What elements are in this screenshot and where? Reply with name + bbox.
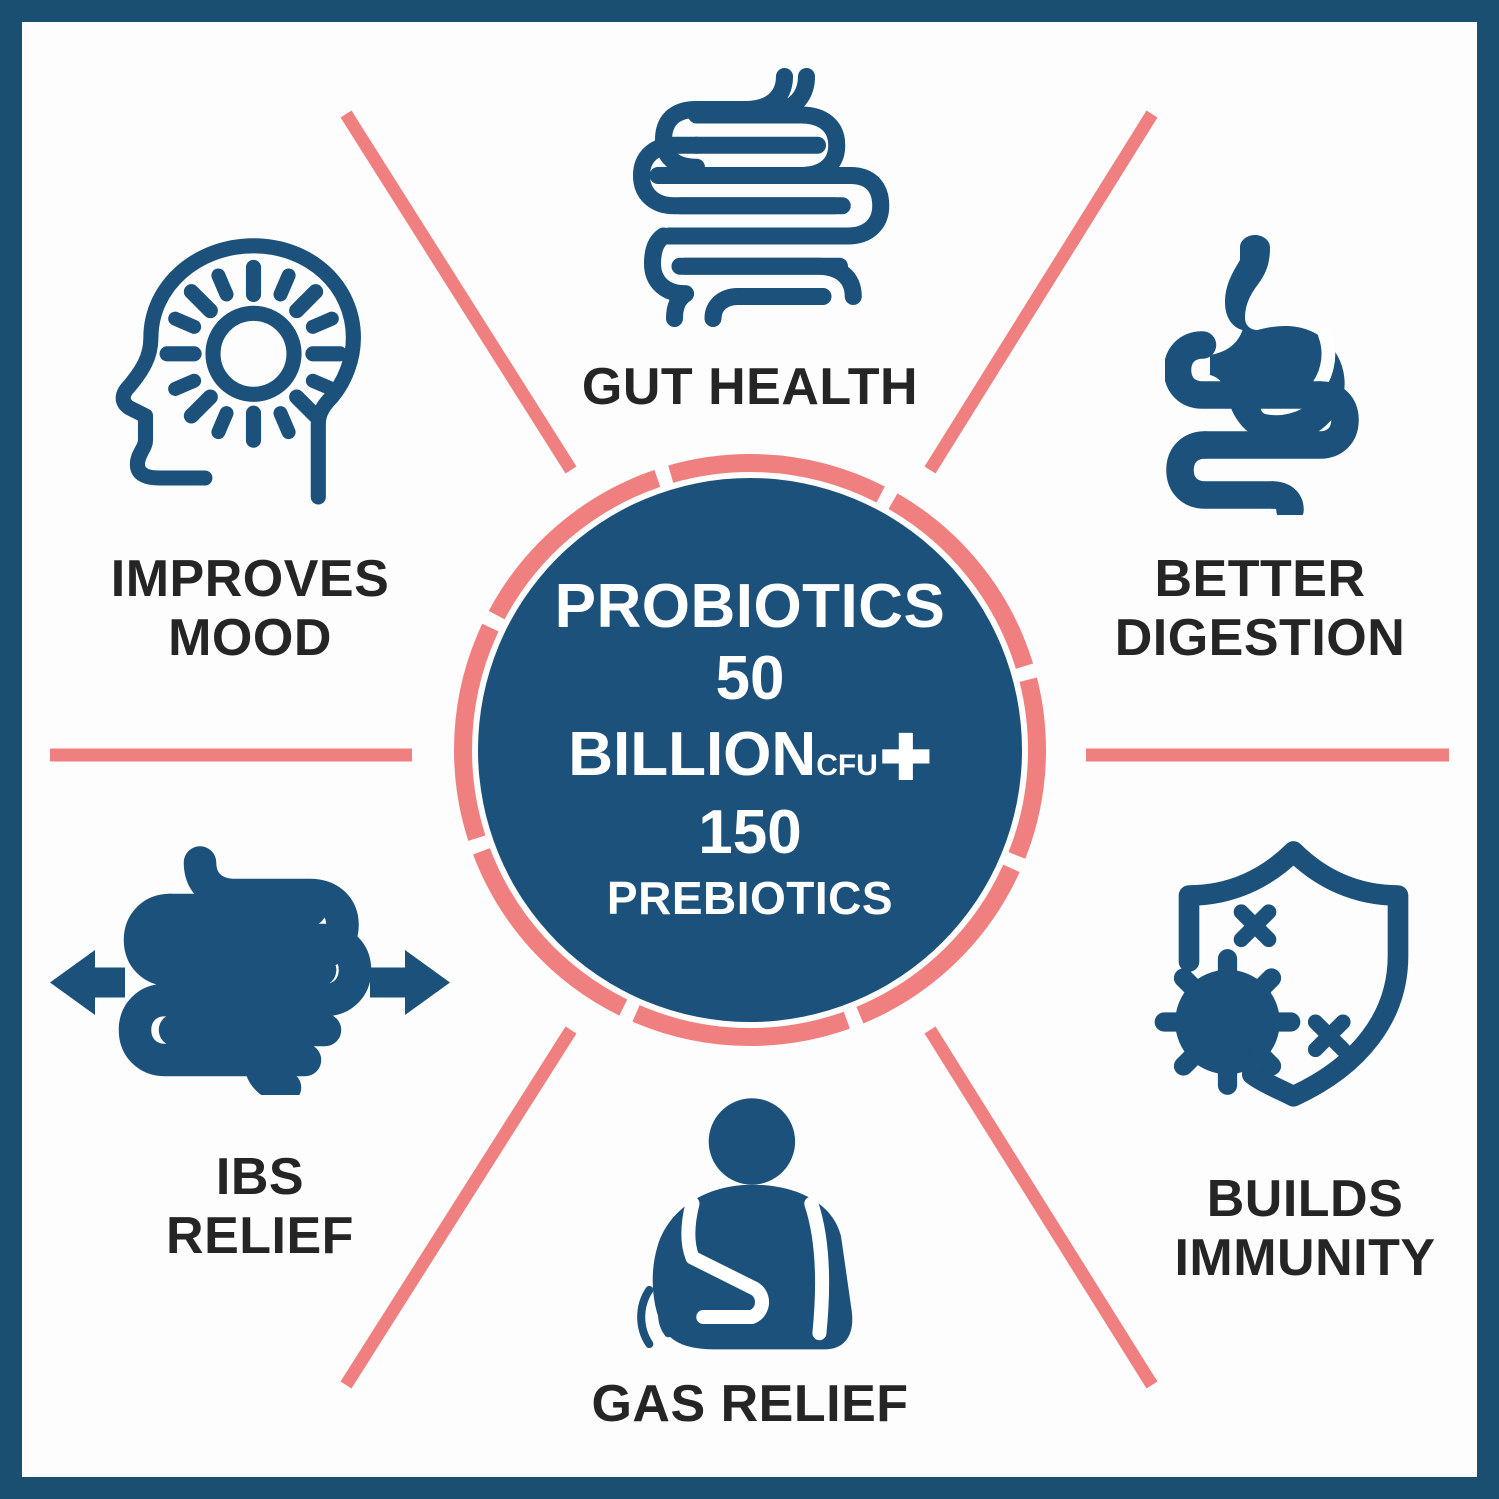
intestine-coil-icon xyxy=(625,60,900,335)
plus-icon: ✚ xyxy=(879,724,932,794)
label-better-digestion: BETTER DIGESTION xyxy=(1114,550,1406,668)
dashed-ring xyxy=(454,454,1046,1046)
center-line-probiotics: PROBIOTICS xyxy=(554,571,946,641)
center-billion-text: BILLION xyxy=(568,720,817,790)
label-gas-relief: GAS RELIEF xyxy=(591,1375,909,1433)
center-circle xyxy=(455,455,1045,1045)
arrow-left xyxy=(50,950,125,1015)
spoke-top-left xyxy=(340,110,577,474)
center-line-150: 150 xyxy=(698,798,802,868)
spoke-bottom-left xyxy=(340,1026,577,1389)
label-ibs-relief: IBS RELIEF xyxy=(166,1148,354,1266)
center-circle-fill xyxy=(478,478,1022,1022)
center-line-prebiotics: PREBIOTICS xyxy=(606,872,894,925)
shield-virus-icon xyxy=(1145,835,1420,1110)
person-stomach-ache-icon xyxy=(625,1095,895,1350)
head-sun-icon xyxy=(105,235,375,505)
spoke-top-right xyxy=(924,110,1158,474)
center-line-50: 50 xyxy=(715,643,785,713)
pain-lines-icon xyxy=(637,1285,673,1349)
center-cfu-text: CFU xyxy=(816,749,878,783)
label-builds-immunity: BUILDS IMMUNITY xyxy=(1174,1170,1436,1288)
stomach-icon xyxy=(1165,235,1415,515)
label-improves-mood: IMPROVES MOOD xyxy=(110,550,390,668)
x-mark xyxy=(1233,904,1351,1058)
spoke-bottom-right xyxy=(924,1026,1158,1389)
bloated-intestine-arrows-icon xyxy=(45,845,455,1095)
label-gut-health: GUT HEALTH xyxy=(581,358,919,416)
virus-icon xyxy=(1154,949,1301,1095)
arrow-right xyxy=(370,950,450,1015)
